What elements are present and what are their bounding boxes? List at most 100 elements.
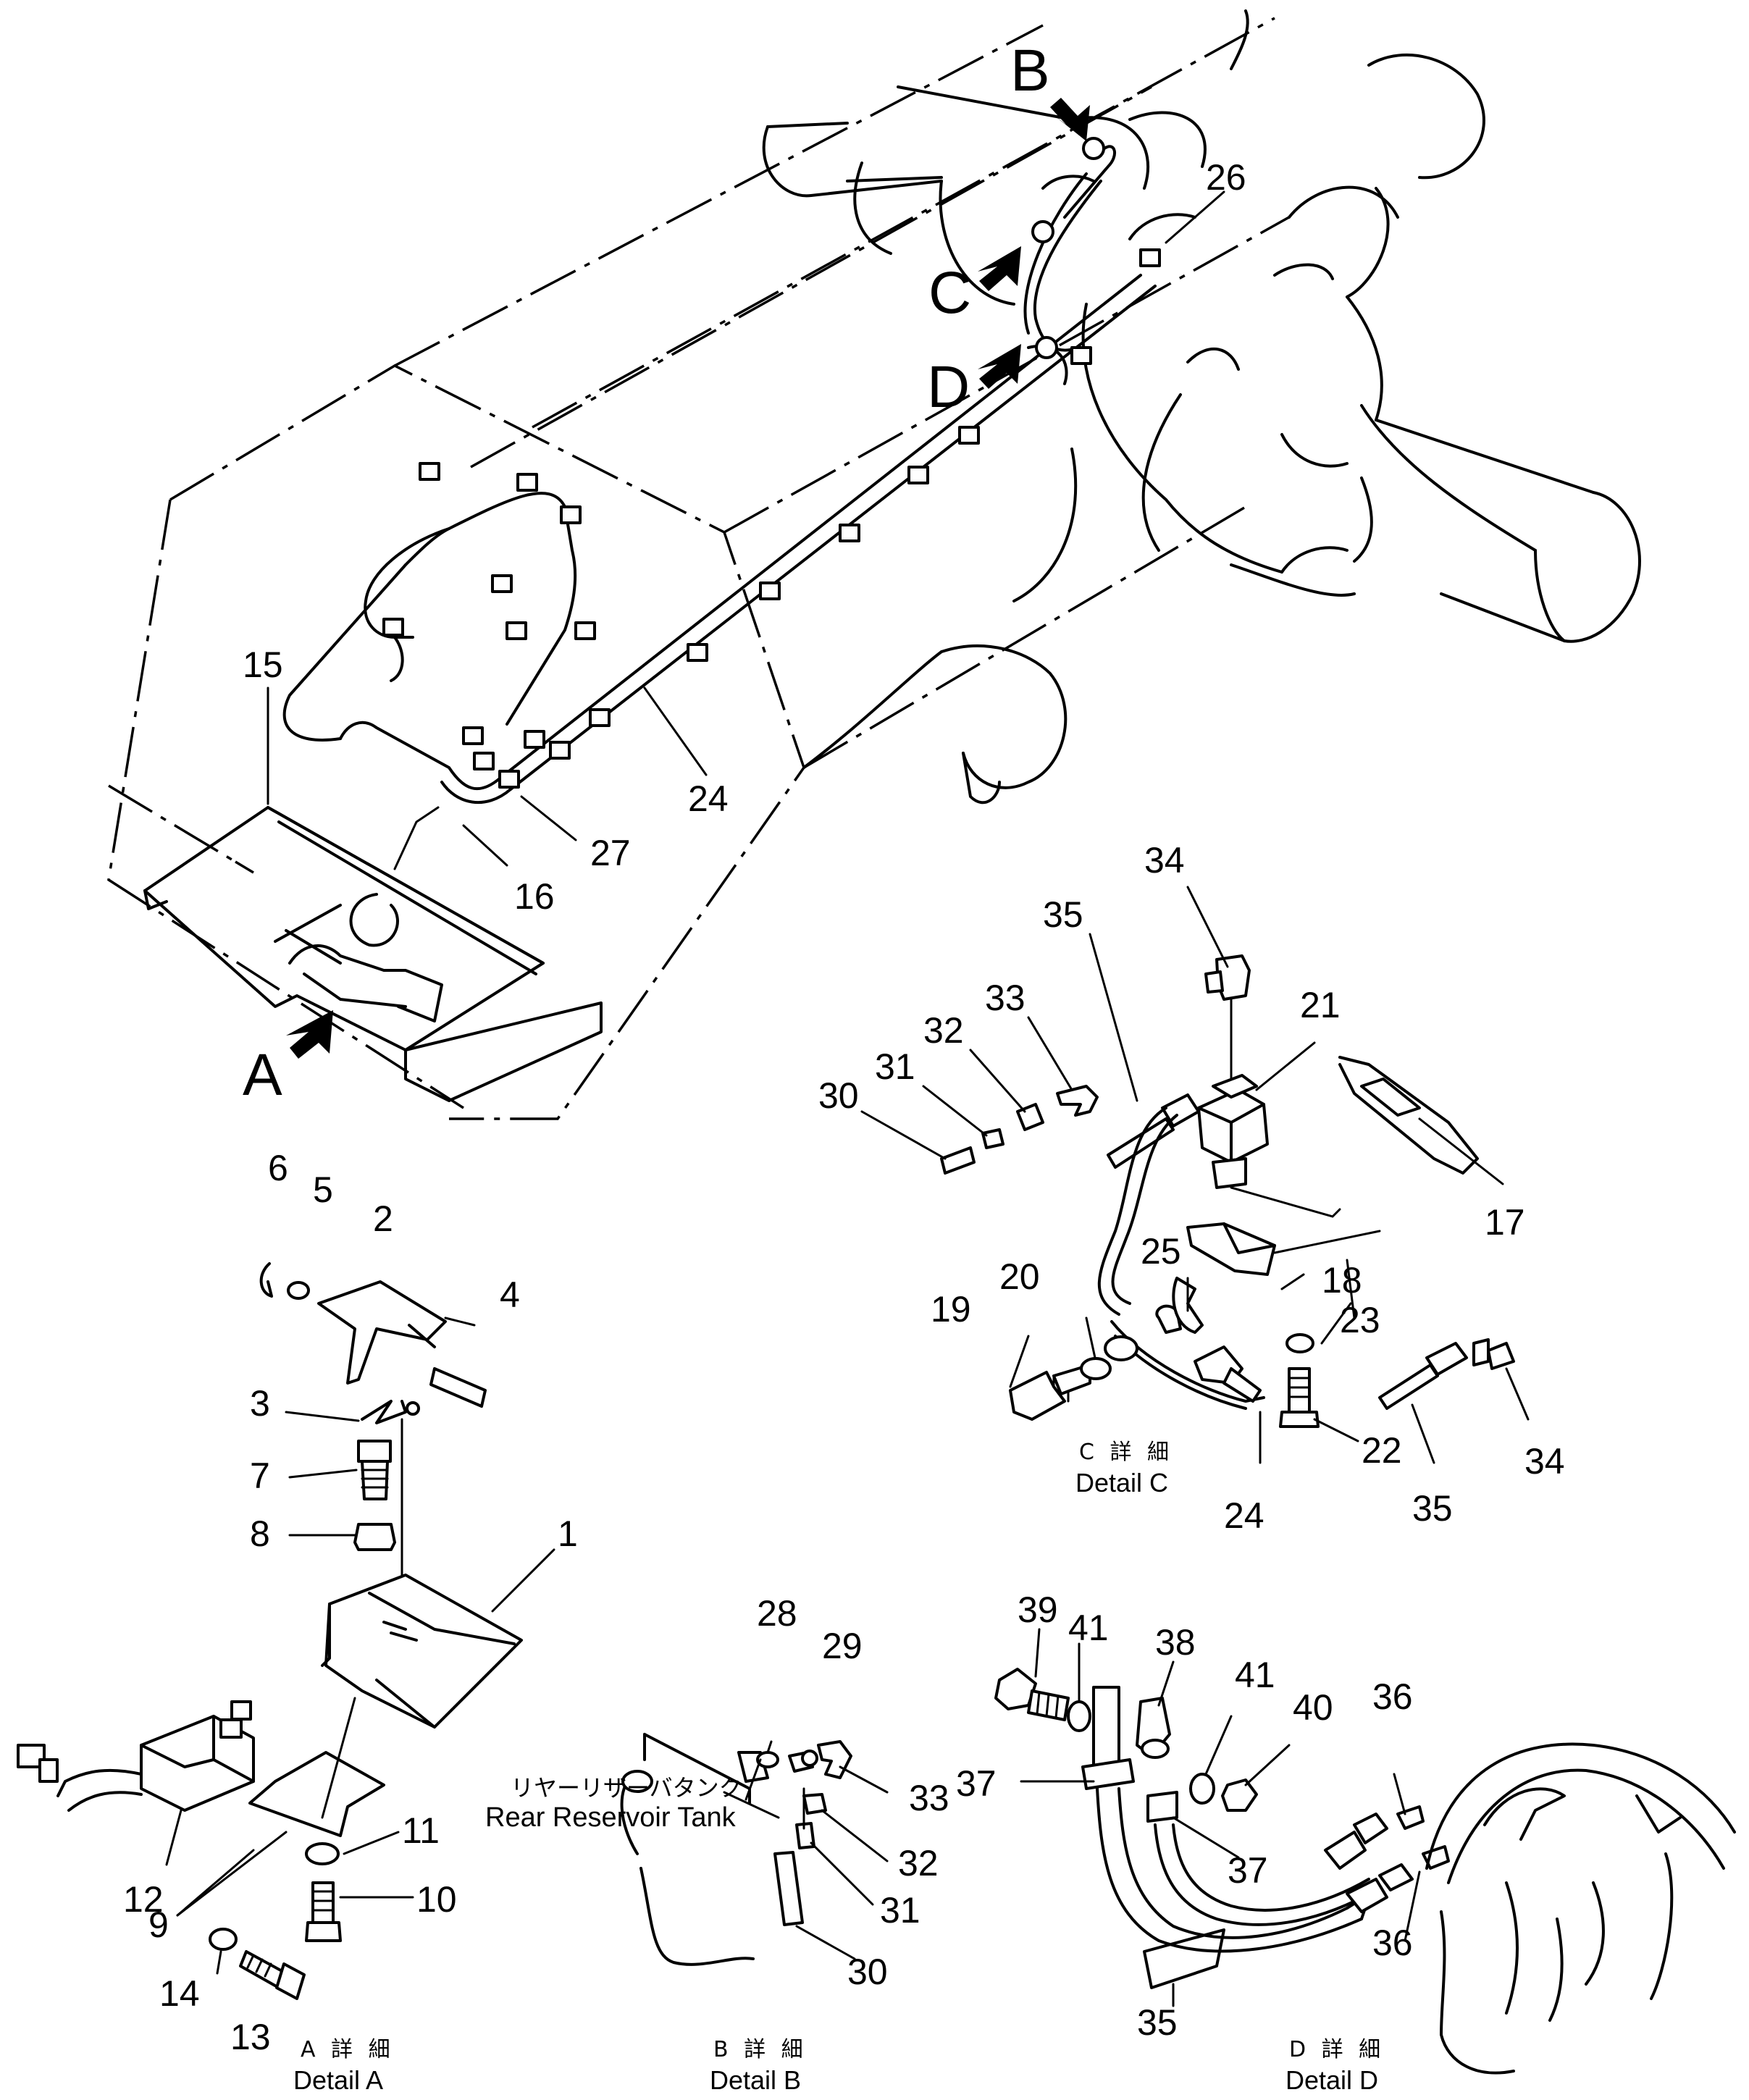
callout-34: 34	[1144, 840, 1185, 881]
callout-13: 13	[230, 2017, 271, 2057]
pedal-lever	[317, 1280, 447, 1385]
callout-6: 6	[268, 1148, 288, 1188]
tank-label-en: Rear Reservoir Tank	[485, 1802, 737, 1833]
pedal-bracket	[324, 1574, 523, 1729]
washer	[1189, 1773, 1215, 1805]
callout-30: 30	[818, 1075, 859, 1116]
arrow-a-icon	[286, 1010, 333, 1059]
callout-22: 22	[1362, 1430, 1402, 1471]
callout-1: 1	[558, 1513, 578, 1554]
callout-5: 5	[313, 1169, 333, 1210]
detail-c-leaders	[860, 886, 1530, 1464]
nut	[353, 1523, 396, 1551]
floor-plate-assembly	[143, 806, 603, 1102]
view-label-d: D	[927, 354, 970, 420]
callout-37a: 37	[956, 1763, 997, 1804]
callout-17: 17	[1485, 1202, 1525, 1243]
callout-38: 38	[1155, 1622, 1196, 1663]
washer	[305, 1842, 340, 1865]
callout-28: 28	[757, 1593, 797, 1634]
detail-b-caption-en: Detail B	[710, 2065, 801, 2095]
brake-pipe-run	[282, 137, 1161, 805]
main-leader-lines	[267, 190, 1225, 870]
bolt-head	[357, 1440, 392, 1463]
detail-c-caption-en: Detail C	[1075, 1468, 1168, 1498]
callout-18: 18	[1322, 1260, 1362, 1301]
callout-8: 8	[250, 1513, 270, 1554]
callout-11: 11	[402, 1810, 440, 1851]
callout-24b: 24	[1224, 1495, 1264, 1536]
washer	[209, 1928, 238, 1951]
callout-4: 4	[500, 1274, 520, 1315]
callout-7: 7	[250, 1456, 270, 1496]
detail-d-leaders	[1020, 1628, 1421, 2007]
detail-b-caption-jp: B 詳 細	[713, 2037, 808, 2062]
arrow-c-icon	[978, 246, 1021, 291]
detail-a-caption-en: Detail A	[293, 2065, 383, 2095]
detail-a-view	[17, 1262, 555, 2000]
callout-24: 24	[688, 778, 729, 819]
callout-36a: 36	[1372, 1676, 1413, 1717]
callout-16: 16	[514, 876, 555, 917]
callout-25: 25	[1141, 1231, 1181, 1272]
arrow-b-icon	[1050, 98, 1090, 141]
callout-35b: 35	[1412, 1488, 1453, 1529]
detail-captions: A 詳 細 Detail A B 詳 細 Detail B C 詳 細 Deta…	[293, 1440, 1385, 2095]
detail-b-leaders	[723, 1740, 889, 1960]
pipe-clamps	[382, 248, 1161, 789]
callout-33b: 33	[909, 1778, 949, 1818]
callout-34b: 34	[1524, 1441, 1565, 1482]
tank-label: リヤーリザーバタンク Rear Reservoir Tank	[485, 1774, 742, 1833]
callout-33: 33	[985, 978, 1026, 1018]
callout-29: 29	[822, 1626, 863, 1666]
view-label-b: B	[1010, 38, 1050, 104]
washer	[1067, 1700, 1091, 1732]
chassis-frame-outline	[107, 17, 1290, 1120]
washer	[287, 1281, 310, 1300]
callout-35: 35	[1043, 894, 1083, 935]
detail-c-caption-jp: C 詳 細	[1079, 1440, 1173, 1465]
callout-3: 3	[250, 1383, 270, 1424]
callout-30b: 30	[847, 1952, 888, 1992]
callout-27: 27	[590, 833, 631, 873]
tank-label-jp: リヤーリザーバタンク	[511, 1774, 742, 1802]
detail-c-view	[860, 886, 1530, 1464]
callout-15: 15	[243, 644, 283, 685]
callout-36b: 36	[1372, 1923, 1413, 1963]
detail-d-caption-en: Detail D	[1285, 2065, 1378, 2095]
detail-b-view	[620, 1733, 889, 1966]
view-arrows	[286, 98, 1090, 1059]
callout-41a: 41	[1068, 1608, 1109, 1648]
view-label-a: A	[243, 1042, 282, 1108]
callout-39: 39	[1018, 1589, 1058, 1630]
callout-41b: 41	[1235, 1655, 1275, 1695]
callout-32: 32	[923, 1010, 964, 1051]
callout-31b: 31	[880, 1890, 920, 1931]
brake-valve	[1197, 1088, 1269, 1164]
detail-a-caption-jp: A 詳 細	[301, 2037, 395, 2062]
callout-10: 10	[416, 1879, 457, 1920]
callout-9: 9	[148, 1904, 169, 1945]
callout-20: 20	[999, 1256, 1040, 1297]
rear-axle-housing	[762, 9, 1641, 805]
view-letter-labels: B C D A	[243, 38, 1050, 1108]
detail-d-view	[994, 1628, 1736, 2075]
callout-2: 2	[373, 1198, 393, 1239]
callout-numbers: 26 15 24 27 16 6 5 2 4 3 7 8 1 11 10 12 …	[123, 157, 1565, 2057]
callout-37b: 37	[1228, 1850, 1268, 1891]
callout-31: 31	[875, 1046, 915, 1087]
callout-35c: 35	[1137, 2002, 1178, 2043]
callout-26: 26	[1206, 157, 1246, 198]
callout-21: 21	[1300, 985, 1341, 1025]
callout-19: 19	[931, 1289, 971, 1330]
washer	[1285, 1333, 1314, 1353]
callout-23: 23	[1340, 1300, 1380, 1340]
callout-40: 40	[1293, 1687, 1333, 1728]
callout-32b: 32	[898, 1843, 939, 1883]
detail-d-caption-jp: D 詳 細	[1289, 2037, 1385, 2062]
cotter-pin	[259, 1262, 273, 1298]
view-label-c: C	[928, 260, 971, 326]
washer	[1080, 1357, 1112, 1380]
